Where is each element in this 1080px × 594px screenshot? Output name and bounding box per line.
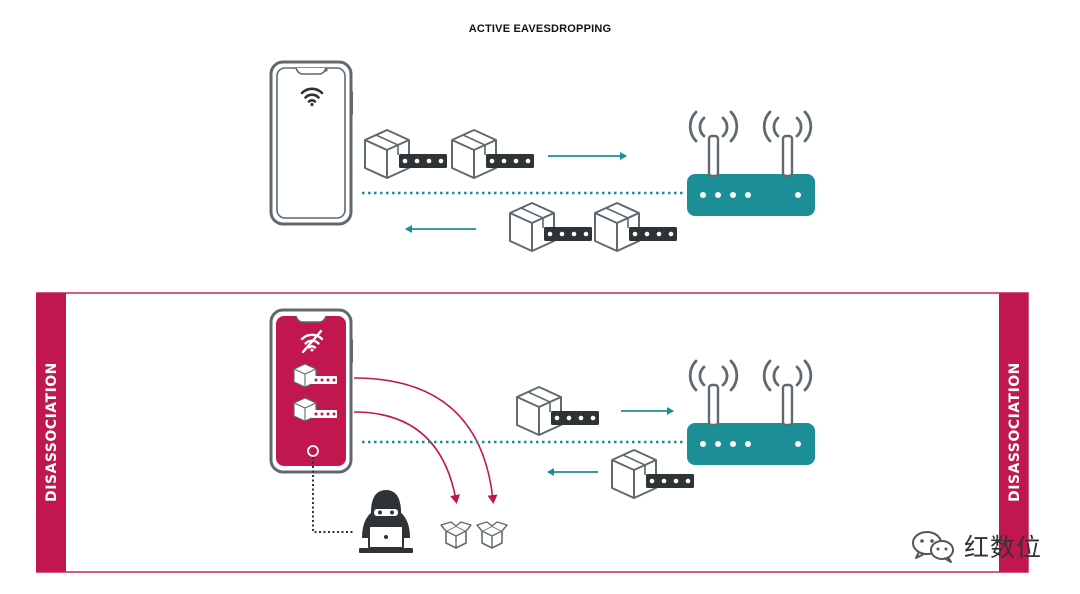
top-scene	[269, 60, 817, 252]
open-box-icon	[476, 521, 508, 549]
wifi-router	[685, 110, 817, 218]
diagram-title: ACTIVE EAVESDROPPING	[468, 23, 612, 35]
open-box-icon	[440, 521, 472, 549]
client-phone	[269, 60, 353, 226]
phone-port-icon	[307, 445, 319, 457]
bottom-scene: DISASSOCIATION DISASSOCIATION	[36, 292, 1029, 573]
watermark: 红数位	[910, 528, 1042, 564]
mini-packet-1	[293, 363, 337, 388]
wifi-off-icon	[300, 329, 324, 354]
watermark-text: 红数位	[964, 533, 1043, 562]
wechat-icon	[912, 531, 954, 563]
packet-outgoing-2	[451, 129, 535, 179]
wifi-router-bottom	[685, 359, 817, 467]
packet-incoming-bottom	[611, 449, 695, 499]
mini-packet-2	[293, 397, 337, 422]
left-banner-label: DISASSOCIATION	[44, 362, 60, 502]
intercept-arrow-2	[353, 411, 461, 504]
hacker-icon	[359, 490, 413, 553]
right-banner-label: DISASSOCIATION	[1007, 362, 1023, 502]
packet-outgoing-bottom	[516, 386, 600, 436]
packet-outgoing-1	[364, 129, 448, 179]
victim-phone	[269, 308, 353, 474]
wifi-icon	[300, 87, 324, 103]
packet-incoming-1	[509, 202, 593, 252]
left-banner	[36, 293, 66, 572]
packet-incoming-2	[594, 202, 678, 252]
right-banner	[999, 293, 1028, 572]
intercept-arrow-1	[353, 377, 498, 504]
